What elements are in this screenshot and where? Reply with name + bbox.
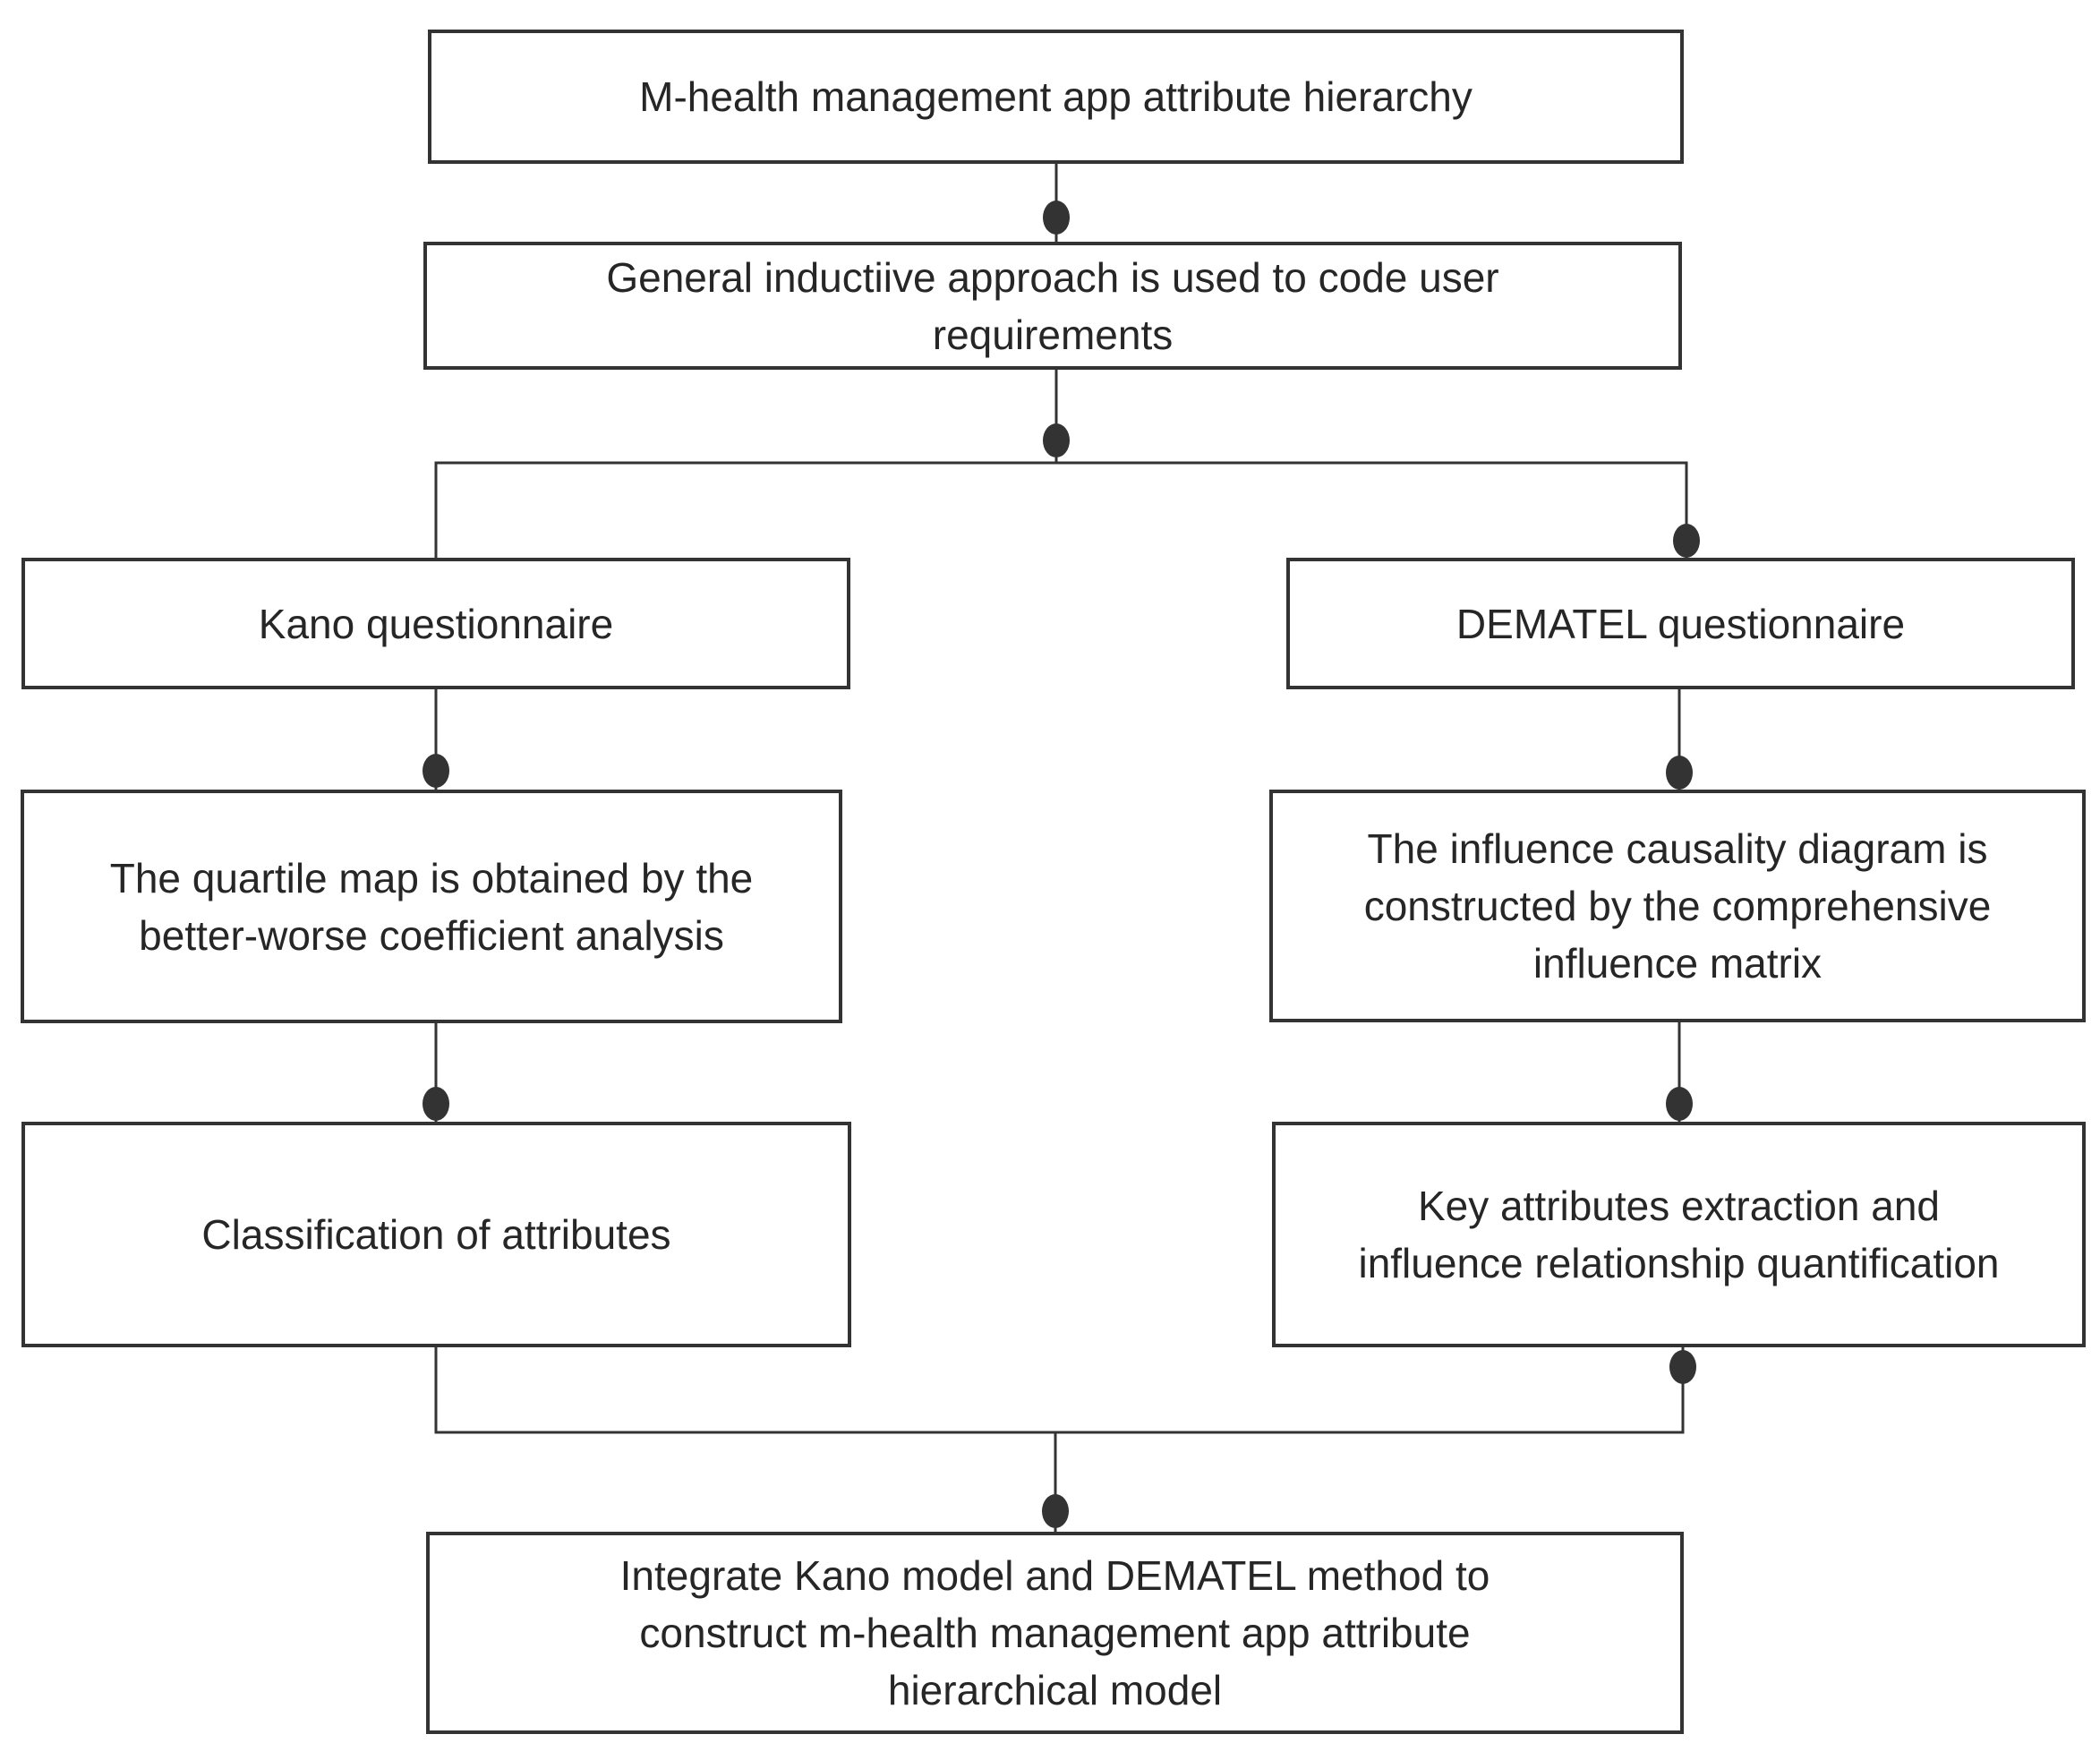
node-dematel-questionnaire: DEMATEL questionnaire [1286,558,2075,689]
connector-merge-bar [434,1347,1685,1434]
node-inductive-coding-label: General inductiive approach is used to c… [606,253,1499,358]
node-integrate-kano-dematel: Integrate Kano model and DEMATEL method … [426,1532,1684,1734]
node-classification-attributes-label: Classification of attributes [201,1211,671,1258]
connector-dot [1666,756,1693,790]
connector-branch-split [434,461,1688,558]
connector-dot [1673,524,1700,558]
connector-dot [1666,1087,1693,1121]
node-attribute-hierarchy: M-health management app attribute hierar… [428,30,1684,164]
node-key-attributes-label: Key attributes extraction and influence … [1358,1183,2000,1286]
node-inductive-coding: General inductiive approach is used to c… [423,242,1682,370]
node-influence-causality: The influence causality diagram is const… [1269,790,2086,1022]
node-quartile-map: The quartile map is obtained by the bett… [21,790,842,1023]
connector-dot [423,754,449,788]
connector-dot [1042,1494,1069,1528]
connector-dot [1043,423,1070,457]
node-kano-questionnaire-label: Kano questionnaire [258,600,614,647]
node-dematel-questionnaire-label: DEMATEL questionnaire [1455,600,1906,647]
node-attribute-hierarchy-label: M-health management app attribute hierar… [639,73,1473,120]
node-key-attributes: Key attributes extraction and influence … [1272,1122,2086,1347]
node-influence-causality-label: The influence causality diagram is const… [1363,825,1992,987]
node-integrate-kano-dematel-label: Integrate Kano model and DEMATEL method … [619,1552,1490,1713]
node-classification-attributes: Classification of attributes [21,1122,851,1347]
connector-dot [1043,201,1070,235]
connector-dot [1669,1350,1696,1384]
connector-dot [423,1087,449,1121]
node-kano-questionnaire: Kano questionnaire [21,558,850,689]
node-quartile-map-label: The quartile map is obtained by the bett… [109,854,754,959]
